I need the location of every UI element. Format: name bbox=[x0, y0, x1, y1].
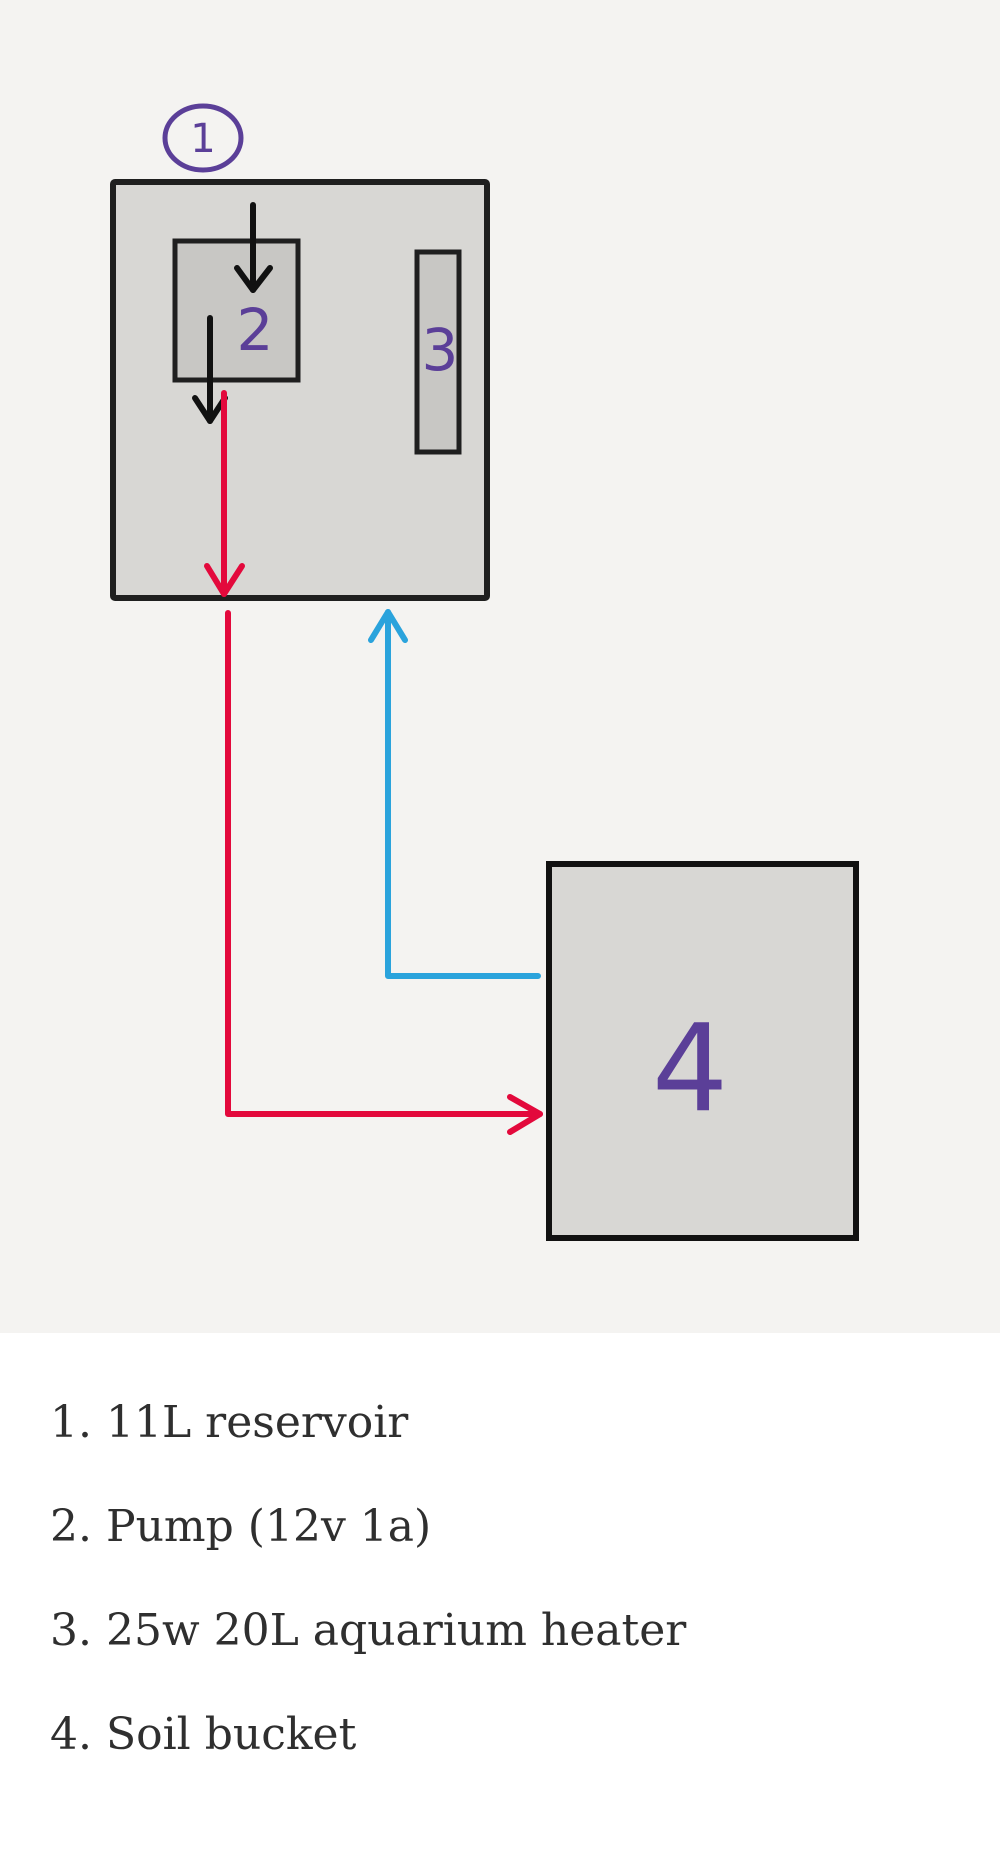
supply-line bbox=[225, 610, 543, 1135]
intake-arrow-top bbox=[234, 202, 273, 293]
supply-line-internal bbox=[204, 390, 245, 597]
reservoir-marker: 1 bbox=[162, 103, 244, 173]
legend-item-soil-bucket: 4. Soil bucket bbox=[50, 1709, 357, 1760]
legend-list: 1. 11L reservoir 2. Pump (12v 1a) 3. 25w… bbox=[50, 1393, 950, 1809]
heater-box bbox=[414, 249, 462, 455]
heater-number: 3 bbox=[422, 316, 459, 384]
soil-bucket-number: 4 bbox=[652, 1000, 728, 1139]
outflow-arrow-pump bbox=[192, 315, 228, 424]
marker-circle bbox=[162, 103, 244, 173]
pump: 2 bbox=[172, 238, 301, 383]
pump-number: 2 bbox=[237, 296, 274, 364]
return-line bbox=[368, 609, 541, 979]
soil-bucket: 4 bbox=[546, 861, 859, 1241]
soil-bucket-box bbox=[546, 861, 859, 1241]
marker-number: 1 bbox=[190, 116, 215, 162]
pump-box bbox=[172, 238, 301, 383]
heater: 3 bbox=[414, 249, 462, 455]
legend-item-pump: 2. Pump (12v 1a) bbox=[50, 1501, 432, 1552]
legend-item-heater: 3. 25w 20L aquarium heater bbox=[50, 1605, 687, 1656]
legend-item-reservoir: 1. 11L reservoir bbox=[50, 1397, 409, 1448]
diagram-canvas: 1 2 3 4 bbox=[110, 103, 859, 1241]
system-diagram: 1 2 3 4 bbox=[0, 0, 1000, 1333]
